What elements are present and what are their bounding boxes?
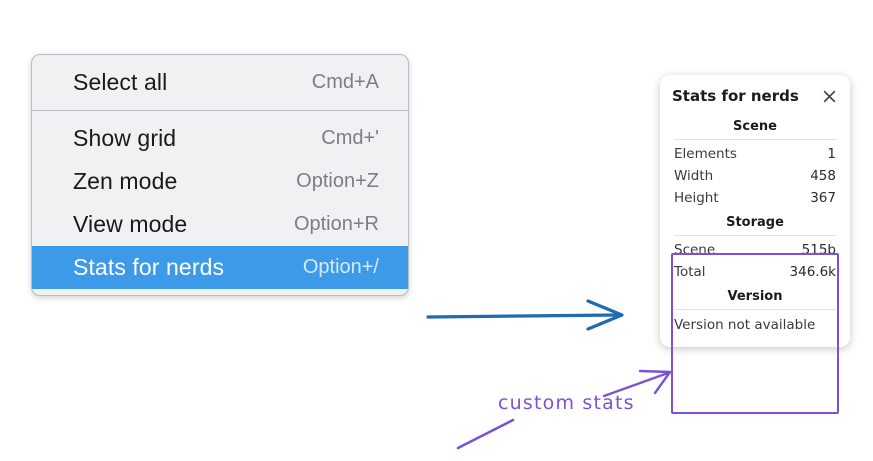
menu-group-1: Select all Cmd+A [32, 55, 408, 110]
section-divider [674, 235, 836, 236]
menu-item-label: Select all [73, 69, 168, 95]
menu-item-zen-mode[interactable]: Zen mode Option+Z [32, 160, 408, 203]
menu-item-shortcut: Option+/ [302, 256, 379, 278]
stat-value: 458 [810, 168, 836, 184]
stat-value: 367 [810, 190, 836, 206]
stat-value: 346.6k [789, 264, 836, 280]
arrow-right-icon [426, 299, 624, 331]
context-menu[interactable]: Select all Cmd+A Show grid Cmd+' Zen mod… [31, 54, 409, 296]
menu-item-shortcut: Cmd+' [321, 127, 379, 149]
handwritten-annotation: custom stats [498, 392, 635, 414]
section-storage: Storage Scene 515b Total 346.6k [672, 209, 838, 283]
stat-label: Height [674, 190, 719, 206]
menu-item-label: Zen mode [73, 168, 178, 194]
stats-for-nerds-panel: Stats for nerds Scene Elements 1 Width 4… [660, 75, 850, 347]
stat-label: Width [674, 168, 714, 184]
stat-label: Total [674, 264, 706, 280]
section-scene: Scene Elements 1 Width 458 Height 367 [672, 113, 838, 209]
section-divider [674, 309, 836, 310]
menu-group-2: Show grid Cmd+' Zen mode Option+Z View m… [32, 110, 408, 295]
stat-value: 515b [801, 242, 836, 258]
section-heading: Scene [733, 119, 777, 134]
section-version: Version Version not available [672, 283, 838, 333]
menu-item-stats-for-nerds[interactable]: Stats for nerds Option+/ [32, 246, 408, 289]
menu-item-shortcut: Option+R [293, 213, 379, 235]
section-heading: Version [727, 289, 783, 304]
version-note: Version not available [674, 317, 816, 333]
menu-item-shortcut: Option+Z [296, 170, 379, 192]
menu-item-select-all[interactable]: Select all Cmd+A [32, 61, 408, 104]
close-icon[interactable] [821, 88, 838, 105]
menu-item-view-mode[interactable]: View mode Option+R [32, 203, 408, 246]
stat-row: Scene 515b [672, 239, 838, 261]
stat-row: Height 367 [672, 187, 838, 209]
section-divider [674, 139, 836, 140]
stat-label: Scene [674, 242, 716, 258]
stat-row: Elements 1 [672, 143, 838, 165]
stat-row: Width 458 [672, 165, 838, 187]
menu-item-label: Stats for nerds [73, 254, 225, 280]
stat-row: Total 346.6k [672, 261, 838, 283]
section-heading: Storage [726, 215, 784, 230]
menu-item-show-grid[interactable]: Show grid Cmd+' [32, 117, 408, 160]
menu-item-label: View mode [73, 211, 188, 237]
stat-value: 1 [827, 146, 836, 162]
menu-item-label: Show grid [73, 125, 177, 151]
stat-label: Elements [674, 146, 737, 162]
panel-title: Stats for nerds [672, 87, 799, 105]
underline-stroke [456, 418, 515, 450]
panel-header: Stats for nerds [672, 85, 838, 113]
menu-item-shortcut: Cmd+A [311, 71, 379, 93]
